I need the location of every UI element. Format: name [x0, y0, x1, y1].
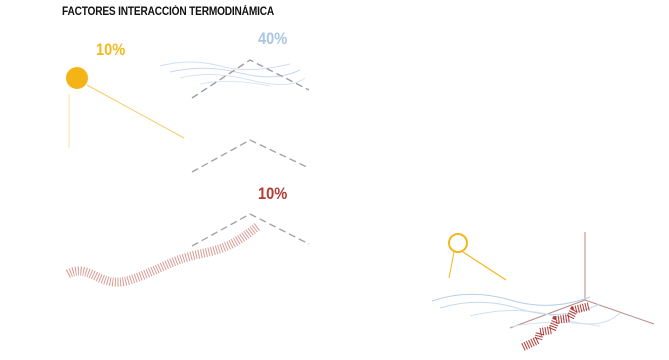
- wind-line-2: [169, 67, 301, 78]
- sun-icon: [66, 67, 88, 89]
- wind-factor-group: [159, 59, 310, 99]
- sun-percentage-label: 10%: [96, 40, 126, 59]
- wind-percentage-label: 40%: [258, 29, 288, 48]
- combined-wind-line-2: [439, 301, 601, 315]
- combined-wind-line-4: [509, 321, 601, 328]
- brick-wall-icon: [65, 222, 261, 287]
- combined-brick-wall-icon: [521, 302, 591, 351]
- combined-wind-line-1: [431, 293, 591, 306]
- roof-outline-middle: [191, 139, 310, 173]
- combined-axis-right: [584, 299, 655, 325]
- combined-diagram: [431, 232, 655, 351]
- combined-sun-ray: [462, 251, 507, 281]
- combined-sun-ray-2: [448, 251, 455, 279]
- roof-outline-top: [191, 59, 310, 99]
- wall-factor-group: [65, 213, 310, 287]
- combined-sun-icon: [448, 233, 468, 253]
- combined-wind-line-3: [469, 310, 621, 325]
- wind-line-3: [179, 73, 306, 85]
- sun-ray-line: [86, 84, 185, 139]
- wind-line-4: [199, 80, 271, 87]
- wall-percentage-label: 10%: [258, 184, 288, 203]
- diagram-title: FACTORES INTERACCIÓN TERMODINÁMICA: [62, 6, 274, 18]
- sun-factor-group: [66, 67, 185, 148]
- wind-line-1: [159, 61, 291, 71]
- roof-outline-bottom: [191, 213, 310, 247]
